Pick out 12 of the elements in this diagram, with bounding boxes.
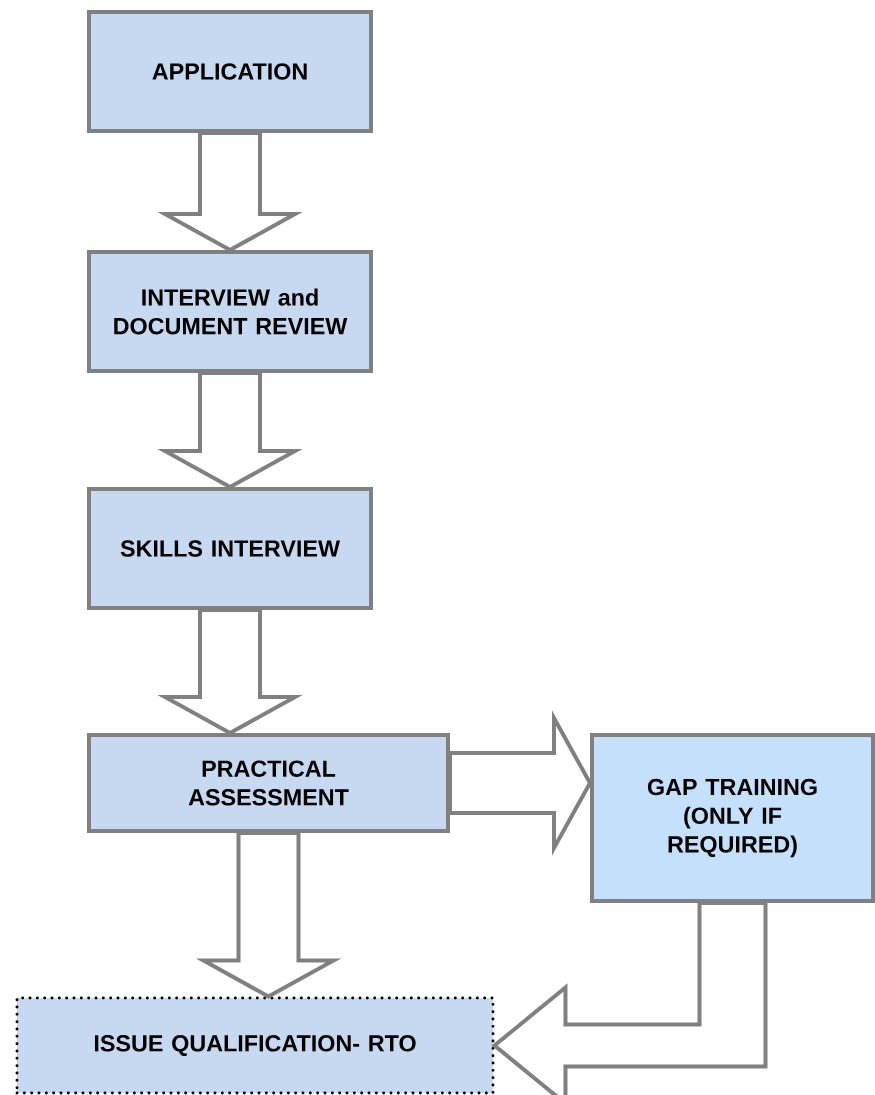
process-box: GAP TRAINING (ONLY IF REQUIRED) (590, 733, 875, 903)
process-box: ISSUE QUALIFICATION- RTO (15, 996, 495, 1095)
block-arrow (448, 710, 593, 856)
block-arrow (491, 901, 768, 1095)
process-box: INTERVIEW and DOCUMENT REVIEW (87, 250, 373, 373)
block-arrow (157, 371, 303, 490)
process-box: SKILLS INTERVIEW (87, 487, 373, 610)
block-arrow (157, 608, 303, 736)
process-box: PRACTICAL ASSESSMENT (87, 733, 450, 833)
block-arrow (195, 831, 342, 999)
block-arrow (157, 131, 303, 253)
process-box: APPLICATION (87, 10, 373, 133)
